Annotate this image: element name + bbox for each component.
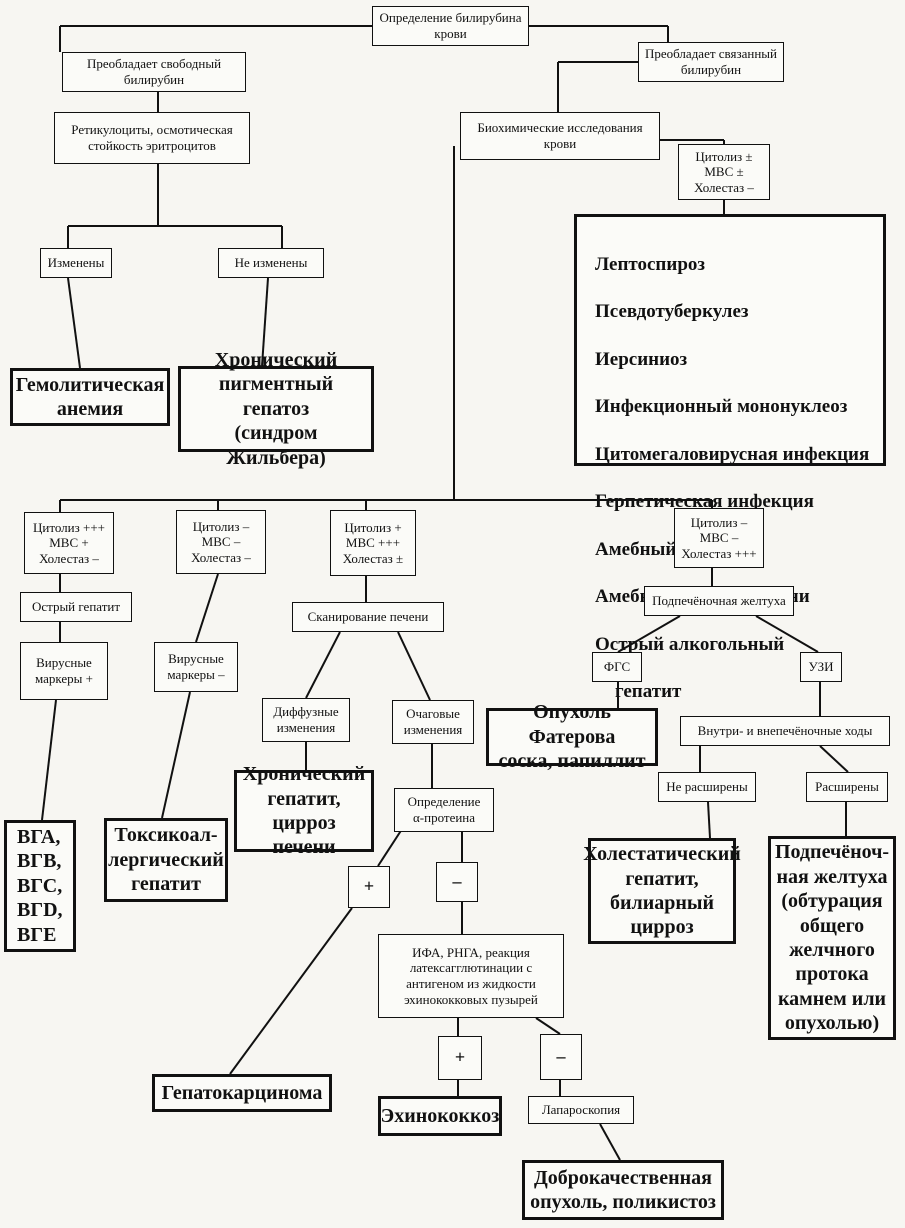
cytolysis-3-box: Цитолиз + МВС +++ Холестаз ± — [330, 510, 416, 576]
infection-item: Цитомегаловирусная инфекция — [595, 443, 870, 465]
not-changed-box: Не изменены — [218, 248, 324, 278]
biochemical-tests-box: Биохимические исследования крови — [460, 112, 660, 160]
free-bilirubin-box: Преобладает свободный билирубин — [62, 52, 246, 92]
viral-markers-negative-box: Вирусные маркеры – — [154, 642, 238, 692]
cytolysis-2-box: Цитолиз – МВС – Холестаз – — [176, 510, 266, 574]
chronic-hepatitis-box: Хронический гепатит, цирроз печени — [234, 763, 374, 858]
liver-scan-box: Сканирование печени — [292, 602, 444, 632]
vater-tumor-box: Опухоль Фатерова соска, папиллит — [486, 701, 658, 772]
infection-item: Инфекционный мононуклеоз — [595, 396, 848, 418]
viral-markers-positive-box: Вирусные маркеры + — [20, 642, 108, 700]
gilbert-syndrome-box: Хронический пигментный гепатоз (синдром … — [178, 349, 374, 469]
infection-item: Псевдотуберкулез — [595, 301, 749, 323]
acute-hepatitis-box: Острый гепатит — [20, 592, 132, 622]
cytolysis-4-box: Цитолиз – МВС – Холестаз +++ — [674, 508, 764, 568]
infection-item: гепатит — [615, 681, 682, 703]
diffuse-changes-box: Диффузные изменения — [262, 698, 350, 742]
not-dilated-box: Не расширены — [658, 772, 756, 802]
root-box: Определение билирубина крови — [372, 6, 529, 46]
obstruction-box: Подпечёноч- ная желтуха (обтурация общег… — [768, 836, 896, 1040]
infection-item: Лептоспироз — [595, 253, 706, 275]
alpha-protein-box: Определение α-протеина — [394, 788, 494, 832]
minus-box-2: – — [540, 1034, 582, 1080]
serology-tests-box: ИФА, РНГА, реакция латексагглютинации с … — [378, 934, 564, 1018]
bile-ducts-box: Внутри- и внепечёночные ходы — [680, 716, 890, 746]
toxic-allergic-hepatitis-box: Токсикоал- лергический гепатит — [104, 818, 228, 902]
benign-tumor-box: Доброкачественная опухоль, поликистоз — [522, 1160, 724, 1220]
hemolytic-anemia-box: Гемолитическая анемия — [10, 368, 170, 426]
viral-hepatitis-types-box: ВГА, ВГВ, ВГС, ВГD, ВГЕ — [4, 820, 76, 952]
infection-item: Иерсиниоз — [595, 348, 688, 370]
plus-box: + — [348, 866, 390, 908]
hepatocarcinoma-box: Гепатокарцинома — [152, 1074, 332, 1112]
subhepatic-jaundice-box: Подпечёночная желтуха — [644, 586, 794, 616]
cholestatic-hepatitis-box: Холестатический гепатит, билиарный цирро… — [583, 838, 741, 944]
cytolysis-1-box: Цитолиз +++ МВС + Холестаз – — [24, 512, 114, 574]
dilated-box: Расширены — [806, 772, 888, 802]
focal-changes-box: Очаговые изменения — [392, 700, 474, 744]
infection-item: Острый алкогольный — [595, 633, 785, 655]
bound-bilirubin-box: Преобладает связанный билирубин — [638, 42, 784, 82]
reticulocytes-box: Ретикулоциты, осмотическая стойкость эри… — [54, 112, 250, 164]
laparoscopy-box: Лапароскопия — [528, 1096, 634, 1124]
echinococcosis-box: Эхинококкоз — [378, 1096, 502, 1136]
infections-list-box: Лептоспироз Псевдотуберкулез Иерсиниоз И… — [574, 214, 886, 702]
infection-item: Герпетическая инфекция — [595, 491, 814, 513]
plus-box-2: + — [438, 1036, 482, 1080]
cytolysis-top-box: Цитолиз ± МВС ± Холестаз – — [678, 144, 770, 200]
fgs-box: ФГС — [592, 652, 642, 682]
minus-box: – — [436, 862, 478, 902]
changed-box: Изменены — [40, 248, 112, 278]
ultrasound-box: УЗИ — [800, 652, 842, 682]
